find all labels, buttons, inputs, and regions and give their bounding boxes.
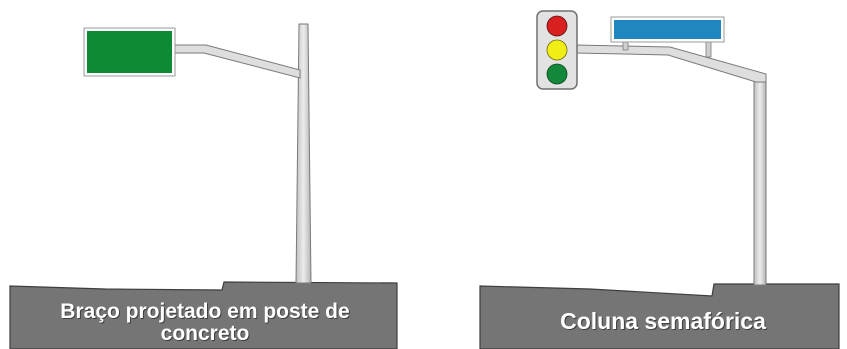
green-light-icon [546, 63, 568, 85]
left-concrete-pole [295, 23, 312, 284]
traffic-light-icon [536, 10, 578, 90]
caption-left: Braço projetado em poste de concreto [60, 300, 350, 346]
blue-direction-sign-icon [610, 16, 725, 43]
left-scene [9, 23, 398, 349]
caption-right: Coluna semafórica [560, 308, 766, 334]
right-column-arm [574, 44, 767, 83]
right-ground [479, 283, 840, 349]
red-light-icon [546, 15, 568, 37]
right-scene [479, 10, 840, 349]
yellow-light-icon [546, 39, 568, 61]
left-projected-arm [172, 44, 301, 79]
right-column-pole [753, 78, 767, 286]
green-direction-sign-icon [83, 27, 176, 77]
